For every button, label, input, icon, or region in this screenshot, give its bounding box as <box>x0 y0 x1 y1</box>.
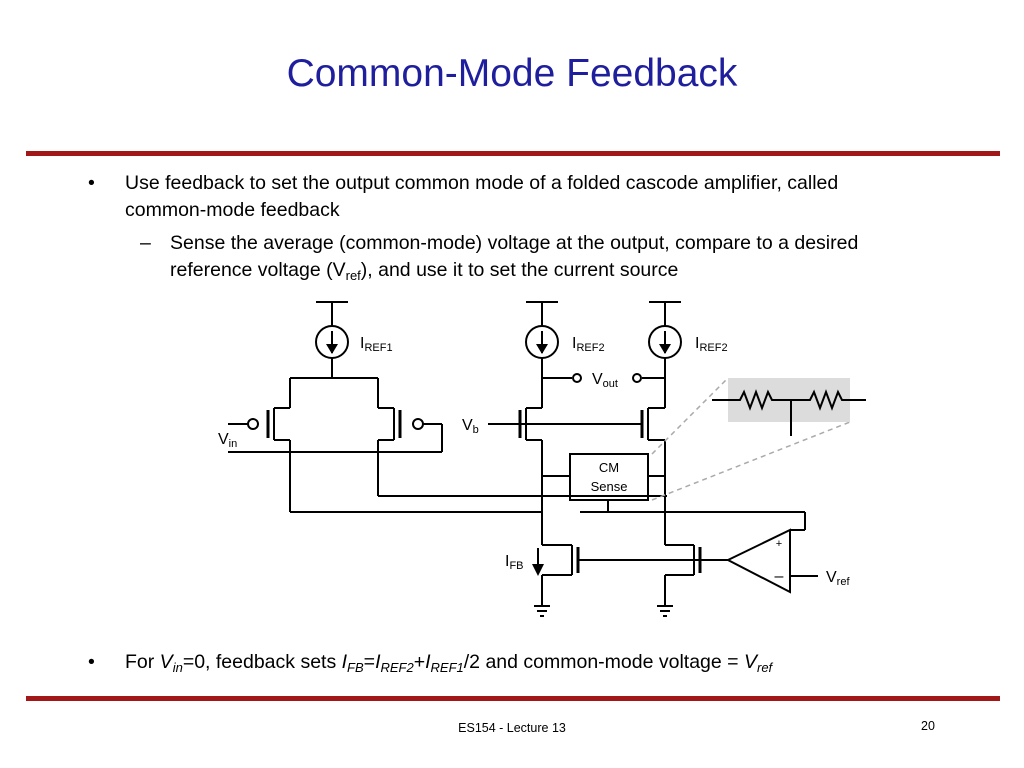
bottom-divider <box>26 696 1000 701</box>
resistor-icon <box>712 378 866 436</box>
nmos-icon <box>640 407 665 441</box>
text-run: = <box>363 651 376 673</box>
text-run: /2 and common-mode voltage = <box>463 651 744 673</box>
vref-subscript: ref <box>345 268 361 283</box>
bullet-mark: • <box>88 651 95 673</box>
arrow-down-icon <box>532 564 544 576</box>
ifb-label: IFB <box>505 553 524 572</box>
text-run: REF1 <box>430 660 464 675</box>
arrow-down-icon <box>659 344 671 354</box>
pmos-icon <box>378 407 443 452</box>
vb-label: Vb <box>462 417 479 436</box>
page-number: 20 <box>921 719 935 733</box>
bullet-text: For Vin=0, feedback sets IFB=IREF2+IREF1… <box>125 651 772 674</box>
vref-label: Vref <box>826 569 850 588</box>
text-run: V <box>159 651 173 673</box>
vin-label: Vin <box>218 431 237 450</box>
nmos-icon <box>542 544 580 576</box>
sub-bullet-text: Sense the average (common-mode) voltage … <box>170 230 930 284</box>
text-run: REF2 <box>380 660 414 675</box>
text-run: I <box>375 651 381 673</box>
pmos-icon <box>228 407 290 441</box>
text-run: + <box>413 651 426 673</box>
iref2-label: IREF2 <box>695 335 728 354</box>
arrow-down-icon <box>326 344 338 354</box>
bullet-mark: • <box>88 172 95 194</box>
ground-icon <box>657 605 673 617</box>
iref1-label: IREF1 <box>360 335 393 354</box>
ground-icon <box>534 605 550 617</box>
text-run: in <box>172 660 183 675</box>
opamp-icon <box>725 528 791 594</box>
text-run: FB <box>347 660 364 675</box>
opamp-minus-label: – <box>775 568 784 585</box>
text-run: =0, feedback sets <box>182 651 342 673</box>
text-run: V <box>743 651 757 673</box>
text-run: I <box>425 651 431 673</box>
cm-sense-label-line2: Sense <box>591 479 628 494</box>
vout-label: Vout <box>592 371 618 390</box>
text-run: For <box>125 651 160 673</box>
text-run: I <box>341 651 348 673</box>
footer-lecture: ES154 - Lecture 13 <box>458 721 566 735</box>
arrow-down-icon <box>536 344 548 354</box>
sub-bullet-text-part2: ), and use it to set the current source <box>360 259 679 281</box>
cm-sense-label-line1: CM <box>599 460 619 475</box>
sub-bullet-text-part1: Sense the average (common-mode) voltage … <box>170 232 859 281</box>
text-run: ref <box>756 660 773 675</box>
top-divider <box>26 151 1000 156</box>
dash-mark: – <box>140 232 151 254</box>
iref2-label: IREF2 <box>572 335 605 354</box>
slide-title: Common-Mode Feedback <box>286 52 738 95</box>
opamp-plus-label: + <box>776 538 782 550</box>
bullet-text: Use feedback to set the output common mo… <box>125 172 839 221</box>
